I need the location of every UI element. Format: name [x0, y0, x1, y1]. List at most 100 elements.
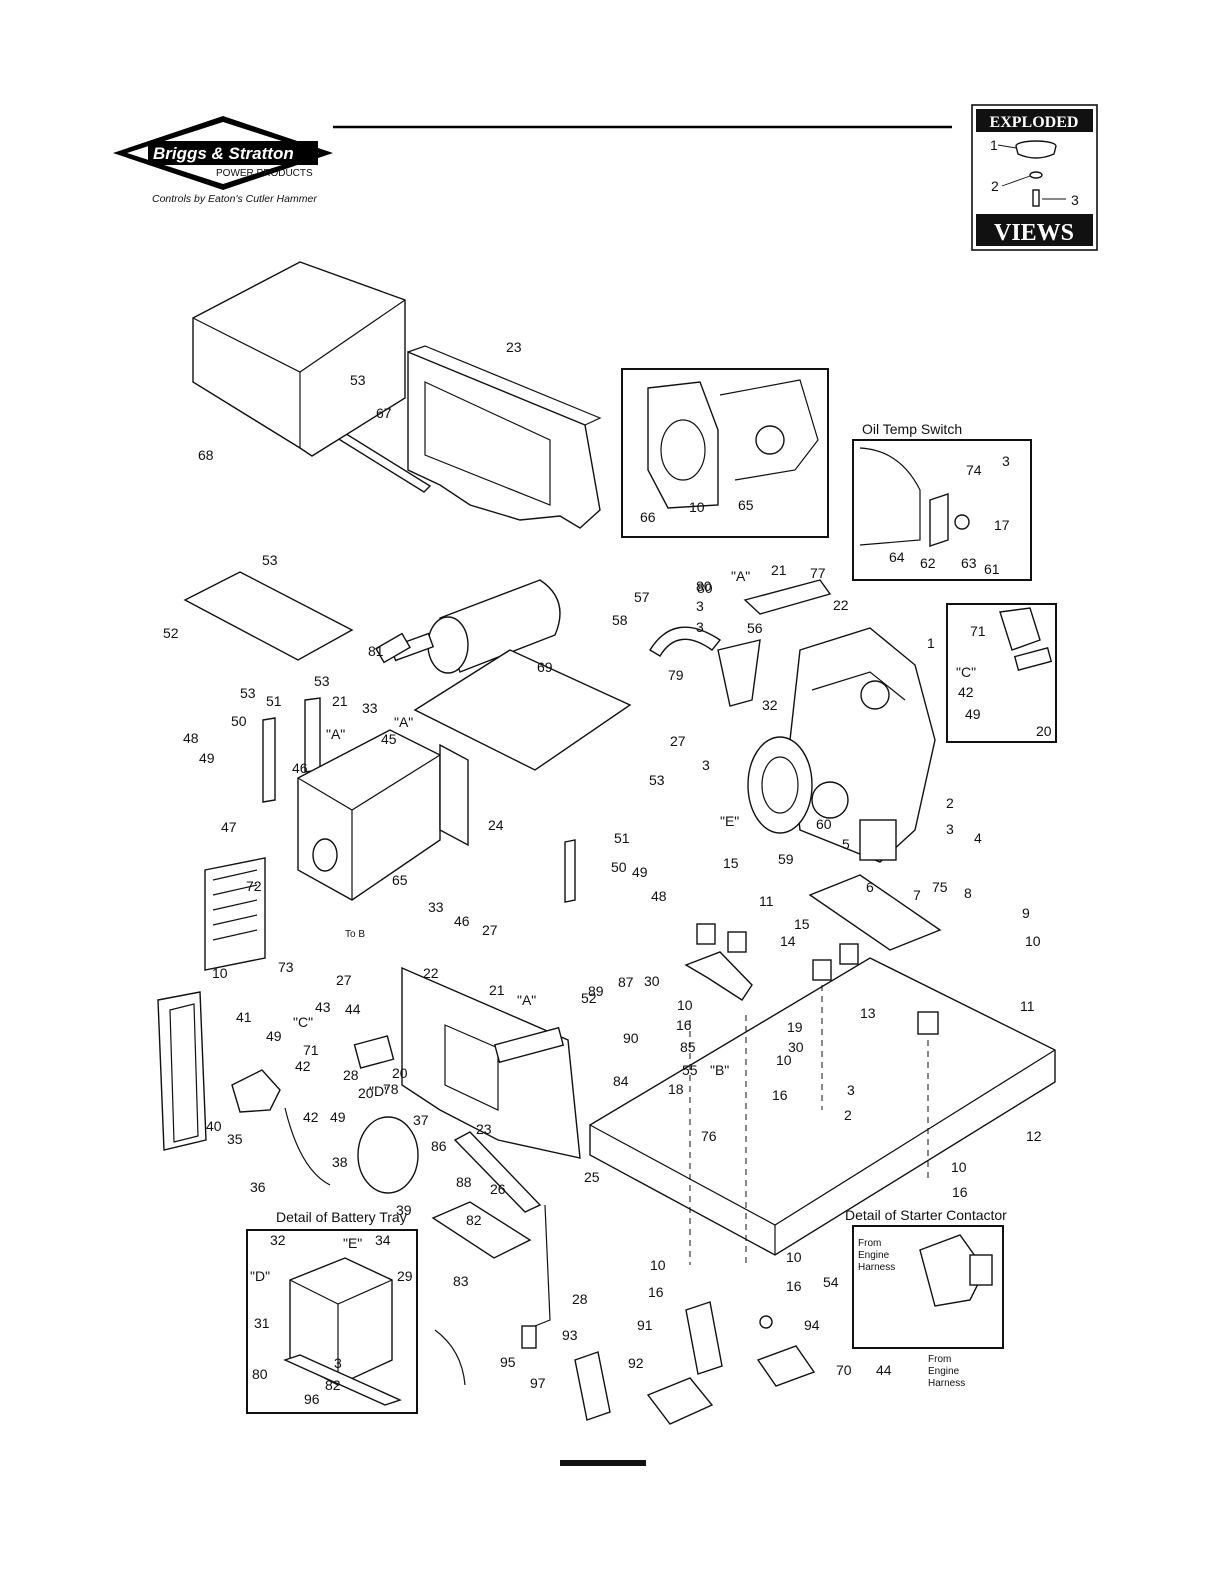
part-label: 81: [368, 643, 384, 659]
part-label: 20: [1036, 723, 1052, 739]
part-label: 26: [490, 1181, 506, 1197]
hose-upper: [743, 579, 832, 615]
part-label: 75: [932, 879, 948, 895]
harness-label-bottom-3: Harness: [928, 1378, 965, 1389]
part-label: 3: [946, 821, 954, 837]
part-label: 29: [397, 1268, 413, 1284]
part-label: 65: [738, 497, 754, 513]
badge-top-word: EXPLODED: [990, 114, 1079, 131]
fuel-valve: [231, 1069, 281, 1113]
part-label: 41: [236, 1009, 252, 1025]
part-label: 27: [670, 733, 686, 749]
spring: [375, 632, 411, 664]
brand-logo: Briggs & Stratton POWER PRODUCTS: [113, 116, 333, 190]
part-label: 42: [958, 684, 974, 700]
adapter-plate: [747, 736, 813, 834]
vibration-mounts: [696, 923, 939, 1035]
part-label: 3: [847, 1082, 855, 1098]
part-label: 44: [345, 1001, 361, 1017]
part-label: 11: [759, 893, 774, 909]
support-bracket: [453, 1131, 542, 1213]
assembly-guide-lines: [689, 985, 929, 1265]
part-label: 80: [696, 578, 712, 594]
side-rail: [157, 991, 207, 1151]
part-label: 60: [816, 816, 832, 832]
part-label: 52: [163, 625, 179, 641]
part-label: "E": [720, 813, 739, 829]
part-label: 2: [844, 1107, 852, 1123]
part-label: 76: [701, 1128, 717, 1144]
part-label: 13: [860, 1005, 876, 1021]
floor-plate-left: [183, 571, 354, 661]
rear-panel: [407, 345, 602, 529]
part-label: 47: [221, 819, 237, 835]
part-label: 78: [383, 1081, 399, 1097]
part-label: 36: [250, 1179, 266, 1195]
part-label: 4: [974, 830, 982, 846]
part-label: 68: [198, 447, 214, 463]
part-label: 46: [454, 913, 470, 929]
part-label: 37: [413, 1112, 429, 1128]
part-label: 14: [780, 933, 796, 949]
part-label: 3: [334, 1355, 342, 1371]
part-label: 82: [325, 1377, 341, 1393]
part-label: "B": [710, 1062, 729, 1078]
part-number-labels: 2353676853525380369815321"A""A"334551504…: [163, 339, 1052, 1407]
exhaust-pipe-lower: [717, 639, 761, 707]
brand-name: Briggs & Stratton: [153, 144, 294, 163]
part-label: "D": [369, 1083, 389, 1099]
footer-bar: [560, 1460, 646, 1466]
part-label: 53: [649, 772, 665, 788]
part-label: 96: [304, 1391, 320, 1407]
manual-93: [574, 1351, 611, 1421]
part-label: 10: [650, 1257, 666, 1273]
part-label: 53: [350, 372, 366, 388]
part-label: 77: [810, 565, 826, 581]
part-label: 69: [537, 659, 553, 675]
exploded-views-badge: EXPLODED VIEWS 1 2 3: [971, 104, 1098, 251]
harness-label-top-1: From: [858, 1238, 881, 1249]
part-label: 56: [747, 620, 763, 636]
part-label: 10: [786, 1249, 802, 1265]
mount-plate: [808, 874, 942, 951]
part-label: 52: [581, 990, 597, 1006]
part-label: 28: [343, 1067, 359, 1083]
part-label: 58: [612, 612, 628, 628]
part-label: "E": [343, 1235, 362, 1251]
part-label: 65: [392, 872, 408, 888]
part-label: 21: [332, 693, 348, 709]
oil-bottle-95: [521, 1325, 537, 1349]
battery-tray-plate: [431, 1201, 532, 1259]
base-plate-center: [413, 649, 632, 771]
part-label: 32: [270, 1232, 286, 1248]
part-label: 39: [396, 1202, 412, 1218]
part-label: 49: [330, 1109, 346, 1125]
part-label: 86: [431, 1138, 447, 1154]
part-label: 16: [786, 1278, 802, 1294]
part-label: 42: [295, 1058, 311, 1074]
part-label: 73: [278, 959, 294, 975]
harness-label-bottom-1: From: [928, 1354, 951, 1365]
part-label: 40: [206, 1118, 222, 1134]
part-label: 3: [1002, 453, 1010, 469]
part-label: 53: [314, 673, 330, 689]
part-label: 49: [632, 864, 648, 880]
part-label: 54: [823, 1274, 839, 1290]
part-label: 18: [668, 1081, 684, 1097]
part-label: 12: [1026, 1128, 1042, 1144]
part-label: 95: [500, 1354, 516, 1370]
part-label: 20: [392, 1065, 408, 1081]
part-label: "A": [394, 714, 413, 730]
muffler: [389, 579, 561, 674]
part-label: 16: [676, 1017, 692, 1033]
part-label: 64: [889, 549, 905, 565]
part-label: 97: [530, 1375, 546, 1391]
flex-hose: [284, 1107, 331, 1186]
part-label: 89: [588, 983, 604, 999]
part-label: "A": [326, 726, 345, 742]
hose-lower: [493, 1026, 565, 1064]
part-label: 19: [787, 1019, 803, 1035]
part-label: 16: [648, 1284, 664, 1300]
part-label: 16: [952, 1184, 968, 1200]
